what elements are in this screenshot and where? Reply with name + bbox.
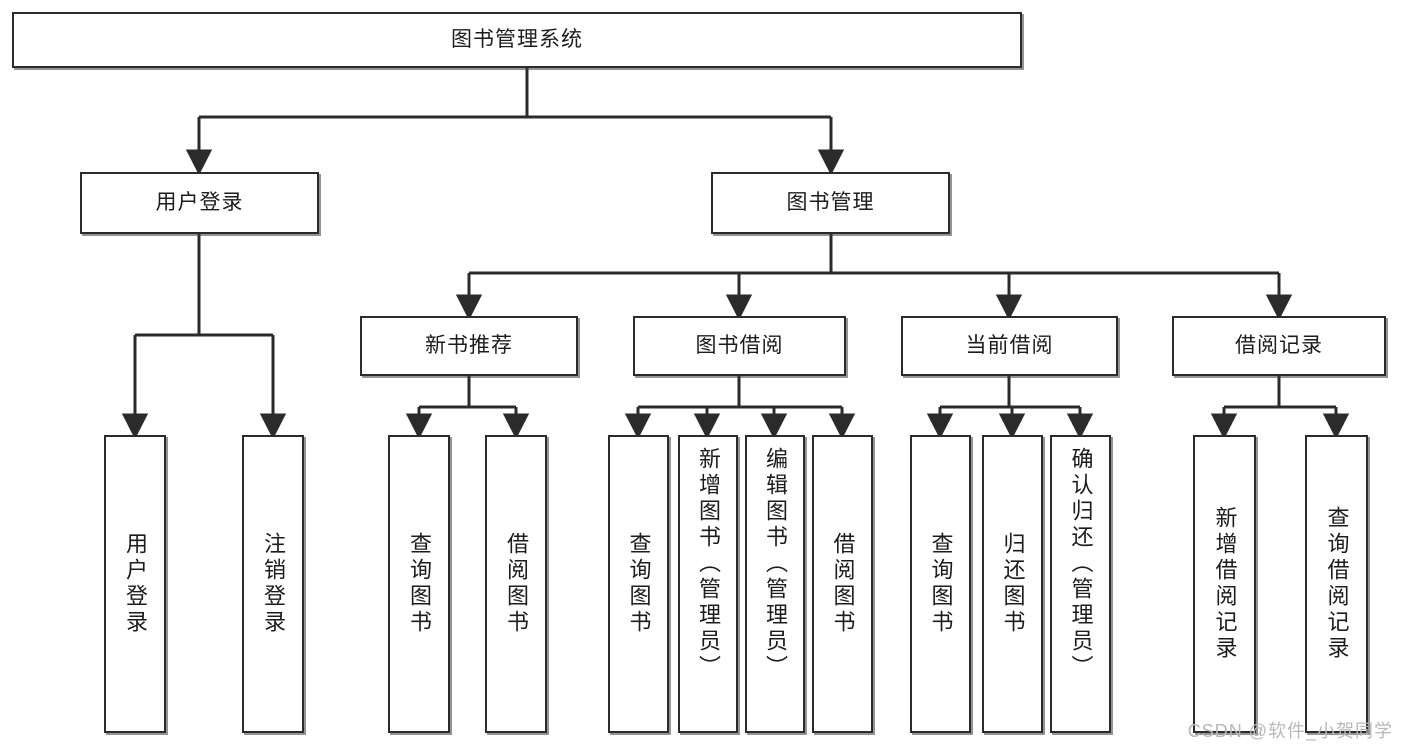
node-user-login[interactable]: 用户登录 [80, 172, 319, 234]
node-leaf-edit-book[interactable]: 编辑图书（管理员） [745, 435, 805, 733]
node-borrow-record[interactable]: 借阅记录 [1172, 316, 1386, 376]
node-leaf-borrow-book-recommend-label: 借阅图书 [504, 532, 529, 636]
node-leaf-query-book-current[interactable]: 查询图书 [910, 435, 971, 733]
node-root[interactable]: 图书管理系统 [12, 12, 1022, 68]
node-leaf-confirm-return-label: 确认归还（管理员） [1068, 447, 1094, 681]
node-leaf-add-book-label: 新增图书（管理员） [696, 447, 721, 681]
node-leaf-user-login-label: 用户登录 [123, 532, 148, 636]
node-leaf-query-borrow-record-label: 查询借阅记录 [1324, 506, 1350, 662]
node-current-borrow-label: 当前借阅 [965, 333, 1054, 357]
node-leaf-borrow-book[interactable]: 借阅图书 [812, 435, 873, 733]
node-leaf-query-book-recommend[interactable]: 查询图书 [388, 435, 450, 733]
node-root-label: 图书管理系统 [451, 27, 583, 51]
node-leaf-query-book-borrow[interactable]: 查询图书 [608, 435, 669, 733]
node-leaf-query-borrow-record[interactable]: 查询借阅记录 [1305, 435, 1368, 733]
node-new-book-recommend-label: 新书推荐 [425, 333, 513, 357]
node-leaf-query-book-borrow-label: 查询图书 [626, 532, 652, 636]
node-book-manage-label: 图书管理 [786, 190, 875, 214]
node-leaf-add-book[interactable]: 新增图书（管理员） [678, 435, 738, 733]
node-leaf-query-book-current-label: 查询图书 [928, 532, 954, 636]
node-leaf-borrow-book-recommend[interactable]: 借阅图书 [485, 435, 547, 733]
node-leaf-edit-book-label: 编辑图书（管理员） [763, 447, 788, 681]
node-leaf-user-login[interactable]: 用户登录 [104, 435, 166, 733]
node-leaf-logout-label: 注销登录 [261, 532, 286, 636]
node-leaf-return-book[interactable]: 归还图书 [982, 435, 1043, 733]
node-leaf-borrow-book-label: 借阅图书 [830, 532, 856, 636]
node-new-book-recommend[interactable]: 新书推荐 [360, 316, 578, 376]
node-leaf-logout[interactable]: 注销登录 [242, 435, 304, 733]
node-book-borrow-label: 图书借阅 [695, 333, 784, 357]
node-user-login-label: 用户登录 [155, 190, 244, 214]
node-leaf-return-book-label: 归还图书 [1000, 532, 1026, 636]
node-current-borrow[interactable]: 当前借阅 [901, 316, 1118, 376]
node-leaf-confirm-return[interactable]: 确认归还（管理员） [1050, 435, 1111, 733]
watermark: CSDN @软件_小贺同学 [1187, 721, 1393, 741]
node-leaf-query-book-recommend-label: 查询图书 [407, 532, 432, 636]
node-borrow-record-label: 借阅记录 [1235, 333, 1323, 357]
node-leaf-add-borrow-record[interactable]: 新增借阅记录 [1193, 435, 1256, 733]
node-book-manage[interactable]: 图书管理 [711, 172, 950, 234]
node-book-borrow[interactable]: 图书借阅 [633, 316, 846, 376]
node-leaf-add-borrow-record-label: 新增借阅记录 [1212, 506, 1238, 662]
